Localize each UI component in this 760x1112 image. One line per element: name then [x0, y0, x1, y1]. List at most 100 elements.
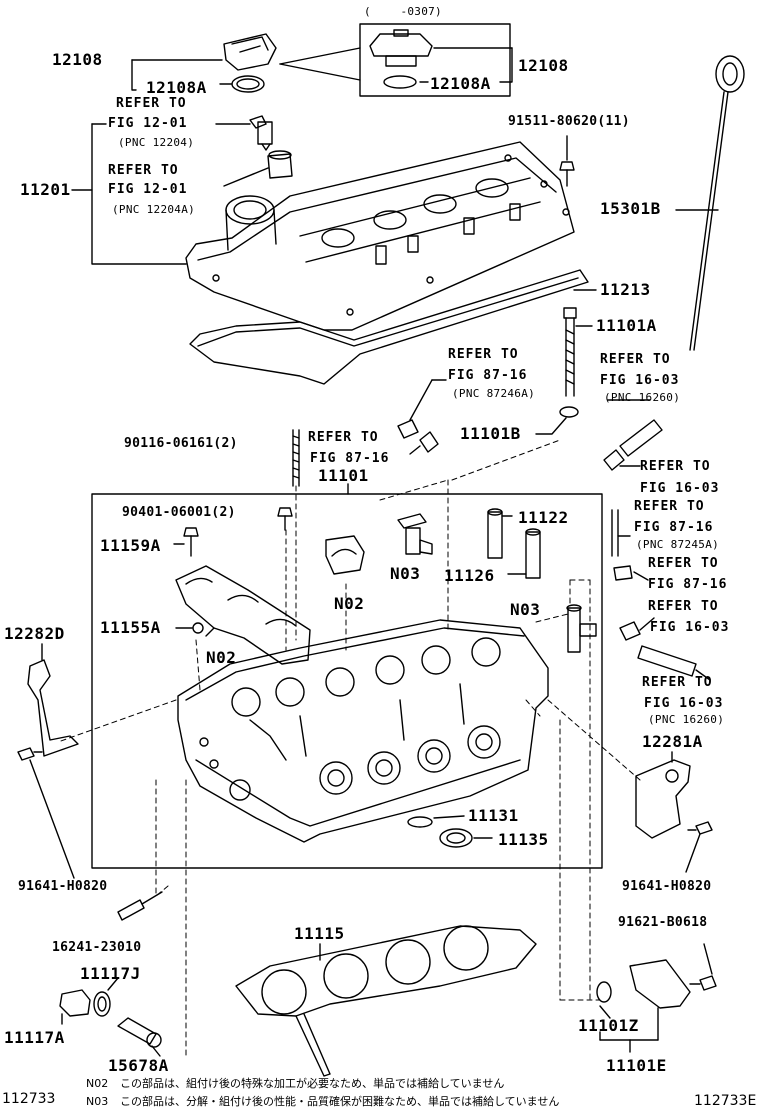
ref-87246a-line2: FIG 87-16 — [448, 368, 528, 383]
ref-87246a-line1: REFER TO — [448, 347, 519, 362]
part-11101: 11101 — [318, 466, 369, 485]
code-n02-cap: N02 — [334, 594, 365, 613]
ref-16-03-d-line2: FIG 16-03 — [650, 620, 730, 635]
part-11101b: 11101B — [460, 424, 521, 443]
washer-illustration — [559, 406, 579, 418]
part-15678a: 15678A — [108, 1056, 169, 1075]
ref-16-03-b-line1: REFER TO — [640, 459, 711, 474]
part-11213: 11213 — [600, 280, 651, 299]
part-90401-06001: 90401-06001(2) — [122, 505, 236, 520]
part-11126: 11126 — [444, 566, 495, 585]
ref-16260-e-line3: (PNC 16260) — [648, 713, 725, 726]
head-bolt-illustration — [277, 507, 293, 531]
stud-bolt-illustration — [563, 307, 577, 397]
union-illustration — [566, 604, 597, 653]
part-91641-h0820-right: 91641-H0820 — [622, 879, 712, 894]
head-gasket-illustration — [235, 925, 537, 1077]
hose-illustration — [603, 419, 697, 677]
part-11101z: 11101Z — [578, 1016, 639, 1035]
part-91511-80620: 91511-80620(11) — [508, 114, 630, 129]
part-90116-06161: 90116-06161(2) — [124, 436, 238, 451]
ref-87-16-a-line1: REFER TO — [308, 430, 379, 445]
small-hose-illustration — [397, 419, 439, 453]
plug-illustration — [59, 989, 111, 1017]
ref-12204a-line1: REFER TO — [108, 163, 179, 178]
part-11101a: 11101A — [596, 316, 657, 335]
part-16241-23010: 16241-23010 — [52, 940, 142, 955]
cylinder-head-illustration — [177, 619, 549, 843]
part-11101e: 11101E — [606, 1056, 667, 1075]
note-n03-text: この部品は、分解・組付け後の性能・品質確保が困難なため、単品では補給していません — [120, 1095, 560, 1108]
part-11117j: 11117J — [80, 964, 141, 983]
pcv-valve-illustration — [249, 115, 273, 151]
part-11135: 11135 — [498, 830, 549, 849]
part-11159a: 11159A — [100, 536, 161, 555]
ref-12204-line2: FIG 12-01 — [108, 116, 188, 131]
ref-16260-e-line2: FIG 16-03 — [644, 696, 724, 711]
union-bolt-illustration — [117, 1017, 162, 1048]
ref-87-16-c-line1: REFER TO — [648, 556, 719, 571]
part-12108-alt: 12108 — [518, 56, 569, 75]
ref-12204-line3: (PNC 12204) — [118, 136, 195, 149]
o-ring-illustration — [596, 981, 612, 1003]
plug-bolt-illustration — [117, 899, 145, 921]
ref-16-03-d-line1: REFER TO — [648, 599, 719, 614]
part-11201: 11201 — [20, 180, 71, 199]
engine-hanger-right-illustration — [635, 759, 691, 839]
fitting-illustration — [397, 513, 433, 555]
ref-87245a-line2: FIG 87-16 — [634, 520, 714, 535]
part-12108a: 12108A — [146, 78, 207, 97]
part-11117a: 11117A — [4, 1028, 65, 1047]
ref-12204a-line3: (PNC 12204A) — [112, 203, 196, 216]
ref-16260-a-line1: REFER TO — [600, 352, 671, 367]
dashed-leaders — [57, 439, 641, 1057]
diagram-code-right: 112733E — [694, 1093, 757, 1109]
ref-87-16-c-line2: FIG 87-16 — [648, 577, 728, 592]
part-11115: 11115 — [294, 924, 345, 943]
grommet-illustration — [267, 150, 293, 179]
dipstick-illustration — [689, 55, 745, 351]
part-15301b: 15301B — [600, 199, 661, 218]
cap-bolt-illustration — [183, 527, 199, 557]
ref-16260-e-line1: REFER TO — [642, 675, 713, 690]
code-n03-fitting: N03 — [390, 564, 421, 583]
ref-12204-line1: REFER TO — [116, 96, 187, 111]
alt-oil-filler-cap-illustration — [369, 29, 433, 89]
head-cover-gasket-illustration — [189, 269, 589, 385]
ref-12204a-line2: FIG 12-01 — [108, 182, 188, 197]
ref-87246a-line3: (PNC 87246A) — [452, 387, 536, 400]
note-n03-code: N03 — [86, 1095, 109, 1108]
stud-illustration — [292, 429, 300, 487]
ref-87245a-line1: REFER TO — [634, 499, 705, 514]
head-assembly-frame — [91, 493, 603, 869]
sensor-illustration — [596, 959, 717, 1009]
date-code-label: ( -0307) — [364, 5, 442, 18]
note-n02-text: この部品は、組付け後の特殊な加工が必要なため、単品では補給していません — [120, 1077, 505, 1090]
diagram-code-left: 112733 — [2, 1091, 56, 1107]
part-91621-b0618: 91621-B0618 — [618, 915, 708, 930]
head-cover-illustration — [185, 141, 575, 331]
part-11155a: 11155A — [100, 618, 161, 637]
note-n02-code: N02 — [86, 1077, 109, 1090]
ref-16-03-b-line2: FIG 16-03 — [640, 481, 720, 496]
part-12108a-alt: 12108A — [430, 74, 491, 93]
engine-hanger-left-illustration — [27, 659, 79, 757]
part-12108: 12108 — [52, 50, 103, 69]
code-n03-union: N03 — [510, 600, 541, 619]
part-11131: 11131 — [468, 806, 519, 825]
part-12282d: 12282D — [4, 624, 65, 643]
part-91641-h0820-left: 91641-H0820 — [18, 879, 108, 894]
part-12281a: 12281A — [642, 732, 703, 751]
seal-illustration — [407, 816, 433, 828]
ref-16260-a-line2: FIG 16-03 — [600, 373, 680, 388]
oil-seal-illustration — [439, 828, 473, 848]
ref-87245a-line3: (PNC 87245A) — [636, 538, 720, 551]
valve-guide-illustration — [487, 508, 541, 579]
cover-bolt-illustration — [559, 161, 575, 187]
camshaft-housing-illustration — [175, 565, 311, 665]
code-n02-housing: N02 — [206, 648, 237, 667]
bearing-cap-illustration — [325, 535, 365, 575]
alt-cap-box — [359, 23, 511, 97]
